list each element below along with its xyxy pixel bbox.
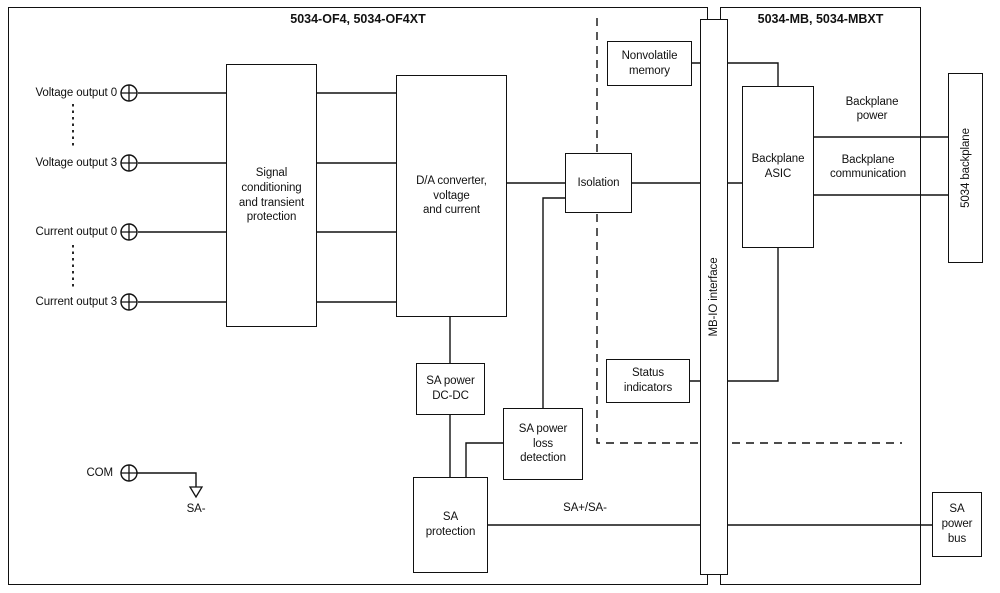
- ground-label-sa-minus: SA-: [186, 503, 206, 515]
- sa-power-dcdc-block: SA power DC-DC: [416, 363, 485, 415]
- sa-plus-minus-label: SA+/SA-: [563, 502, 607, 514]
- da-converter-block: D/A converter, voltage and current: [396, 75, 507, 317]
- signal-conditioning-block: Signal conditioning and transient protec…: [226, 64, 317, 327]
- terminal-label-com: COM: [86, 467, 113, 479]
- backplane-power-label: Backplane power: [845, 96, 899, 123]
- mb-io-interface-label: MB-IO interface: [708, 257, 720, 337]
- backplane-5034-bar: [948, 73, 983, 263]
- backplane-5034-label: 5034 backplane: [960, 128, 972, 208]
- sa-power-bus-block: SA power bus: [932, 492, 982, 557]
- sa-protection-block: SA protection: [413, 477, 488, 573]
- terminal-label-current-output-0: Current output 0: [35, 226, 117, 238]
- terminal-label-voltage-output-0: Voltage output 0: [35, 87, 117, 99]
- backplane-asic-block: Backplane ASIC: [742, 86, 814, 248]
- isolation-block: Isolation: [565, 153, 632, 213]
- sa-power-loss-detection-block: SA power loss detection: [503, 408, 583, 480]
- nonvolatile-memory-block: Nonvolatile memory: [607, 41, 692, 86]
- left-section-title: 5034-OF4, 5034-OF4XT: [290, 12, 426, 26]
- terminal-label-voltage-output-3: Voltage output 3: [35, 157, 117, 169]
- terminal-label-current-output-3: Current output 3: [35, 296, 117, 308]
- right-section-title: 5034-MB, 5034-MBXT: [757, 12, 884, 26]
- backplane-communication-label: Backplane communication: [829, 154, 907, 181]
- status-indicators-block: Status indicators: [606, 359, 690, 403]
